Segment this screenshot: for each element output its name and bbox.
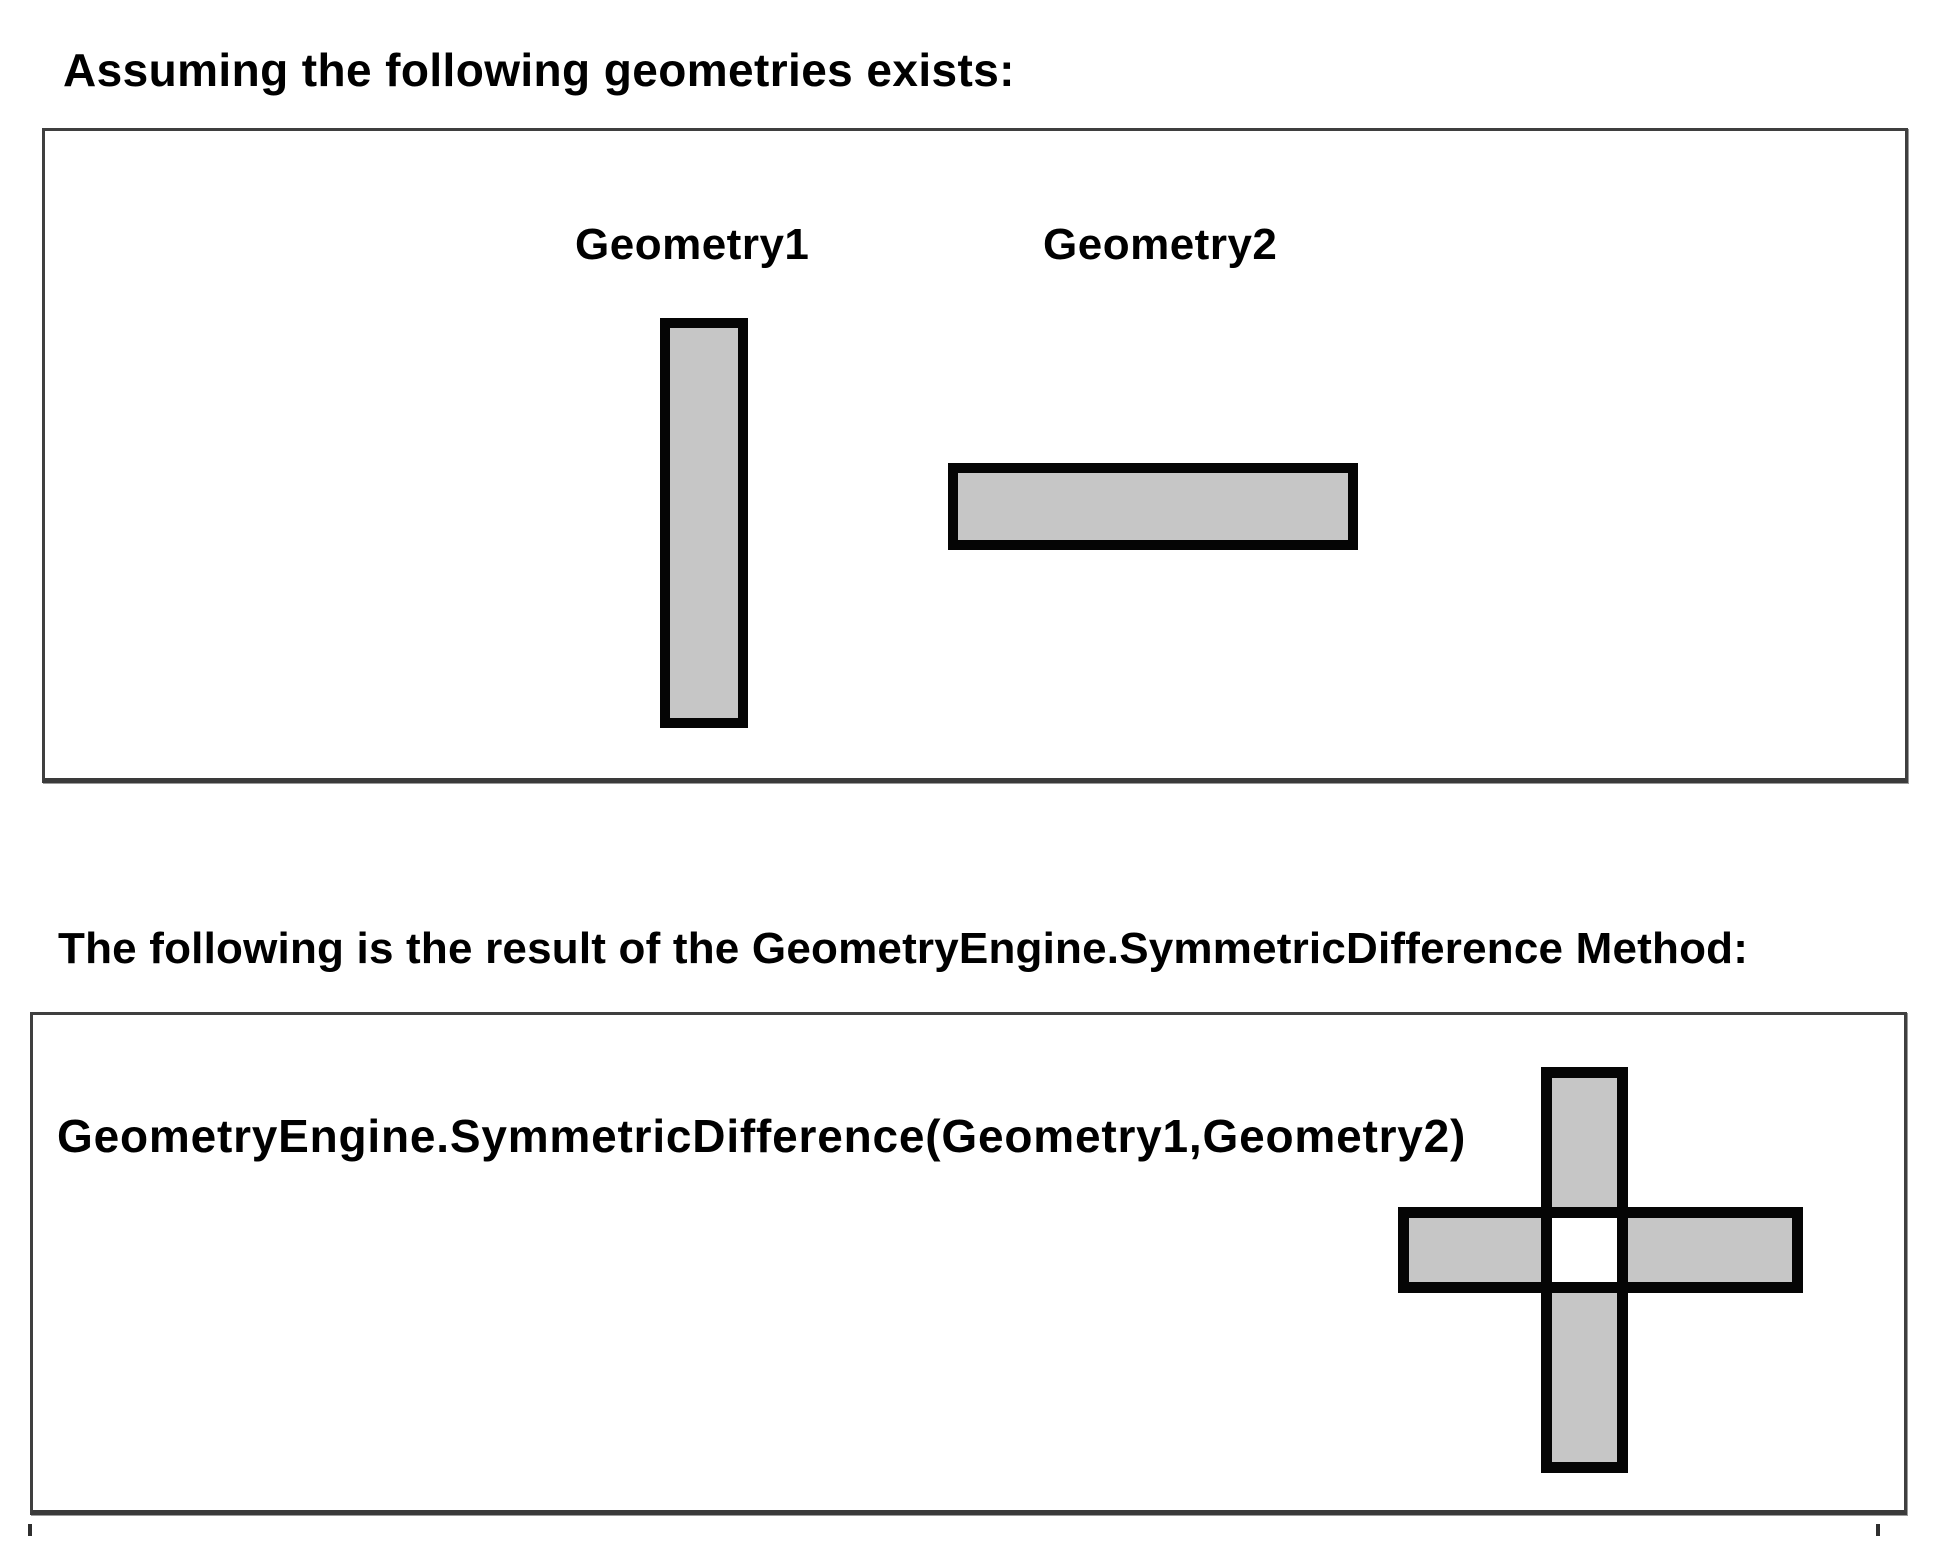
cropped-border-artifact-right bbox=[1876, 1524, 1880, 1536]
geometry1-shape bbox=[660, 318, 748, 728]
result-cross-hollow-center bbox=[1552, 1218, 1617, 1282]
cropped-border-artifact-left bbox=[28, 1524, 32, 1536]
result-cross-center-border-right bbox=[1617, 1218, 1628, 1282]
geometry2-shape bbox=[948, 463, 1358, 550]
geometry1-label: Geometry1 bbox=[575, 220, 810, 269]
section2-heading: The following is the result of the Geome… bbox=[58, 924, 1749, 973]
geometries-panel bbox=[42, 128, 1908, 783]
symmetric-difference-expression: GeometryEngine.SymmetricDifference(Geome… bbox=[57, 1110, 1467, 1162]
result-cross-center-border-left bbox=[1541, 1218, 1552, 1282]
section1-heading: Assuming the following geometries exists… bbox=[63, 44, 1015, 96]
geometry2-label: Geometry2 bbox=[1043, 220, 1278, 269]
